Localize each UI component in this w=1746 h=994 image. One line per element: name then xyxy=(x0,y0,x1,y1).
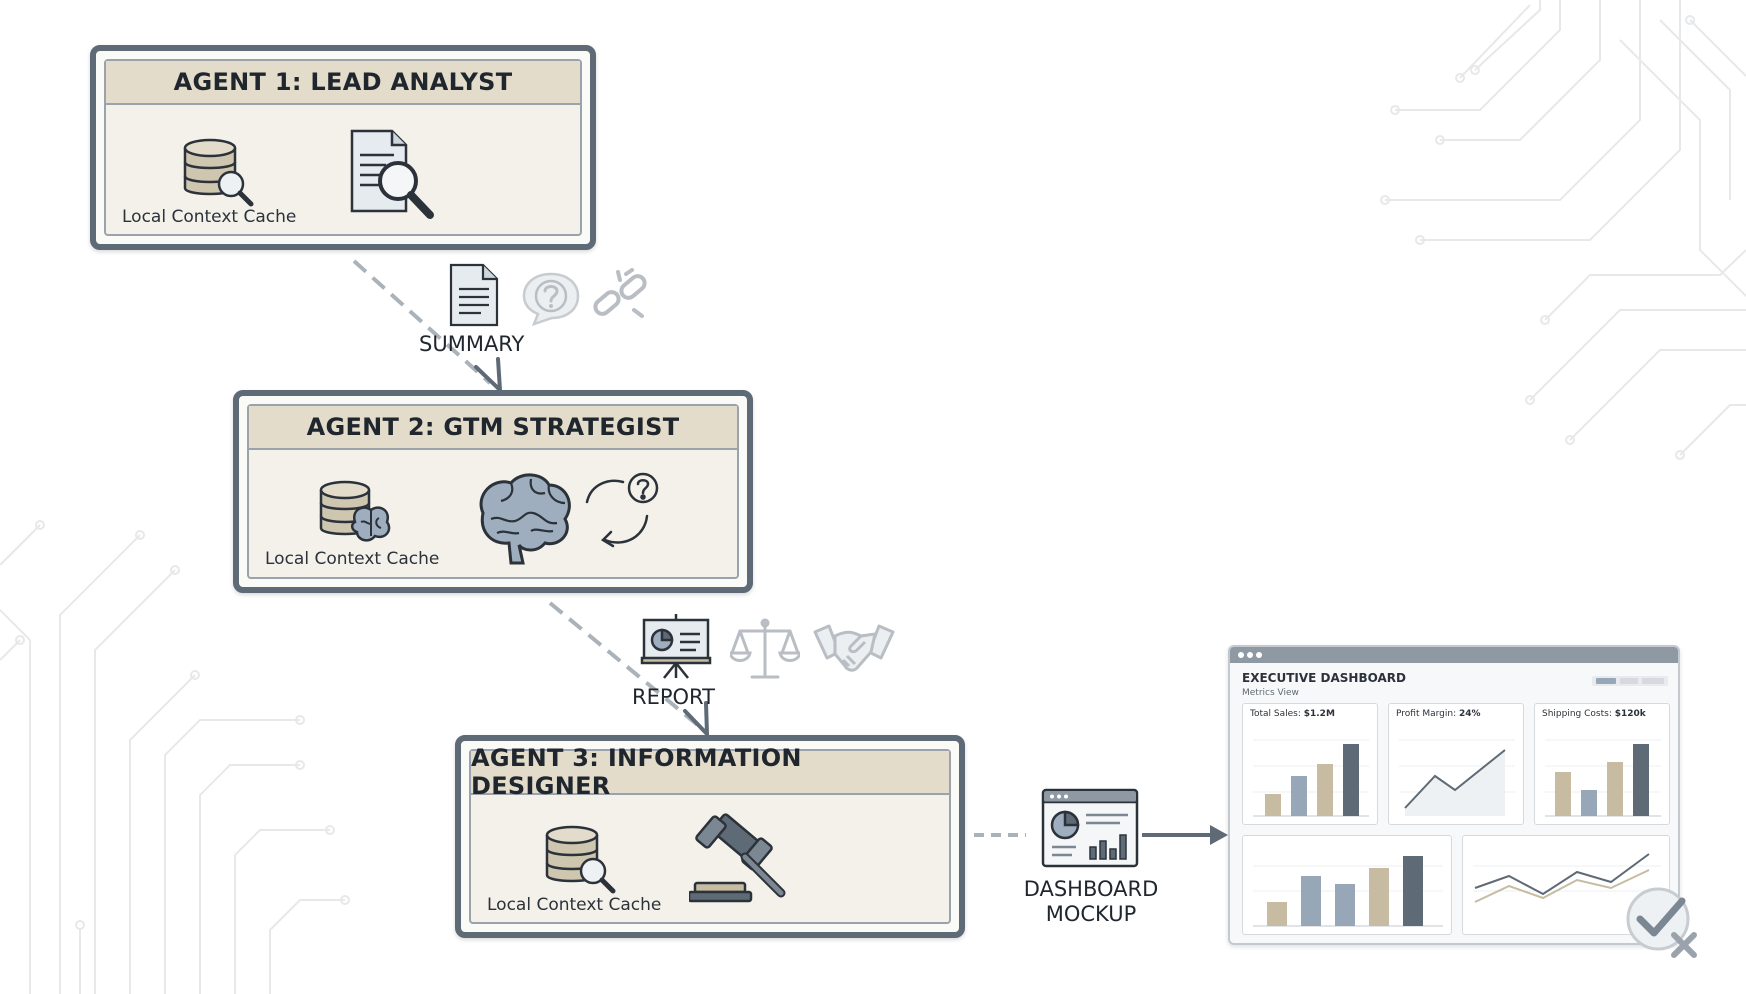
database-search-icon xyxy=(183,138,254,207)
dashboard-mockup-line-1: DASHBOARD xyxy=(1023,877,1159,901)
dashboard-subtitle: Metrics View xyxy=(1242,688,1299,698)
dashboard-window-icon xyxy=(1041,788,1139,868)
brain-icon xyxy=(479,473,571,565)
dashboard-mockup-line-2: MOCKUP xyxy=(1045,902,1137,926)
summary-label: SUMMARY xyxy=(419,332,525,356)
metric-label: Profit Margin: xyxy=(1396,709,1459,719)
chart-card-bars xyxy=(1242,835,1452,935)
dashboard-tab-controls xyxy=(1592,676,1668,686)
cycle-question-icon xyxy=(585,472,659,548)
document-search-icon xyxy=(350,129,434,219)
check-x-badge-icon xyxy=(1626,887,1697,958)
dashboard-titlebar xyxy=(1230,647,1678,663)
agent-1-box: AGENT 1: LEAD ANALYST Local Context Cach… xyxy=(90,45,596,250)
agent-1-cache-label: Local Context Cache xyxy=(122,207,297,227)
handshake-icon xyxy=(813,624,895,672)
metric-value: $120k xyxy=(1614,709,1646,719)
scales-icon xyxy=(730,618,800,679)
metric-value: 24% xyxy=(1458,709,1481,719)
agent-1-title: AGENT 1: LEAD ANALYST xyxy=(106,61,580,105)
agent-2-cache-label: Local Context Cache xyxy=(265,549,440,569)
metric-card-shipping-costs: Shipping Costs: $120k xyxy=(1534,703,1670,825)
flow-arrow-4 xyxy=(1142,825,1228,845)
dashboard-window: EXECUTIVE DASHBOARD Metrics View Total S… xyxy=(1228,645,1680,945)
metric-label: Shipping Costs: xyxy=(1542,709,1615,719)
metric-label: Total Sales: xyxy=(1250,709,1304,719)
agent-3-title: AGENT 3: INFORMATION DESIGNER xyxy=(471,744,949,800)
agent-3-cache-label: Local Context Cache xyxy=(487,895,662,915)
metric-card-total-sales: Total Sales: $1.2M xyxy=(1242,703,1378,825)
agent-3-box: AGENT 3: INFORMATION DESIGNER Local Cont… xyxy=(455,735,965,938)
question-bubble-icon xyxy=(522,272,580,326)
executive-dashboard: EXECUTIVE DASHBOARD Metrics View Total S… xyxy=(1228,645,1697,958)
dashboard-title: EXECUTIVE DASHBOARD xyxy=(1242,671,1406,685)
report-label: REPORT xyxy=(632,685,715,709)
dashboard-mockup-label: DASHBOARD MOCKUP xyxy=(1022,877,1160,927)
database-brain-icon xyxy=(319,480,391,542)
document-icon xyxy=(449,263,499,327)
metric-card-profit-margin: Profit Margin: 24% xyxy=(1388,703,1524,825)
metric-value: $1.2M xyxy=(1303,709,1335,719)
flow-arrow-2 xyxy=(548,601,710,737)
presentation-board-icon xyxy=(640,614,712,679)
database-search-icon xyxy=(545,825,616,894)
flow-arrow-3 xyxy=(974,833,1026,837)
broken-link-icon xyxy=(593,268,647,318)
agent-2-box: AGENT 2: GTM STRATEGIST Local Context Ca… xyxy=(233,390,753,593)
agent-2-title: AGENT 2: GTM STRATEGIST xyxy=(249,406,737,450)
gavel-icon xyxy=(689,813,786,903)
